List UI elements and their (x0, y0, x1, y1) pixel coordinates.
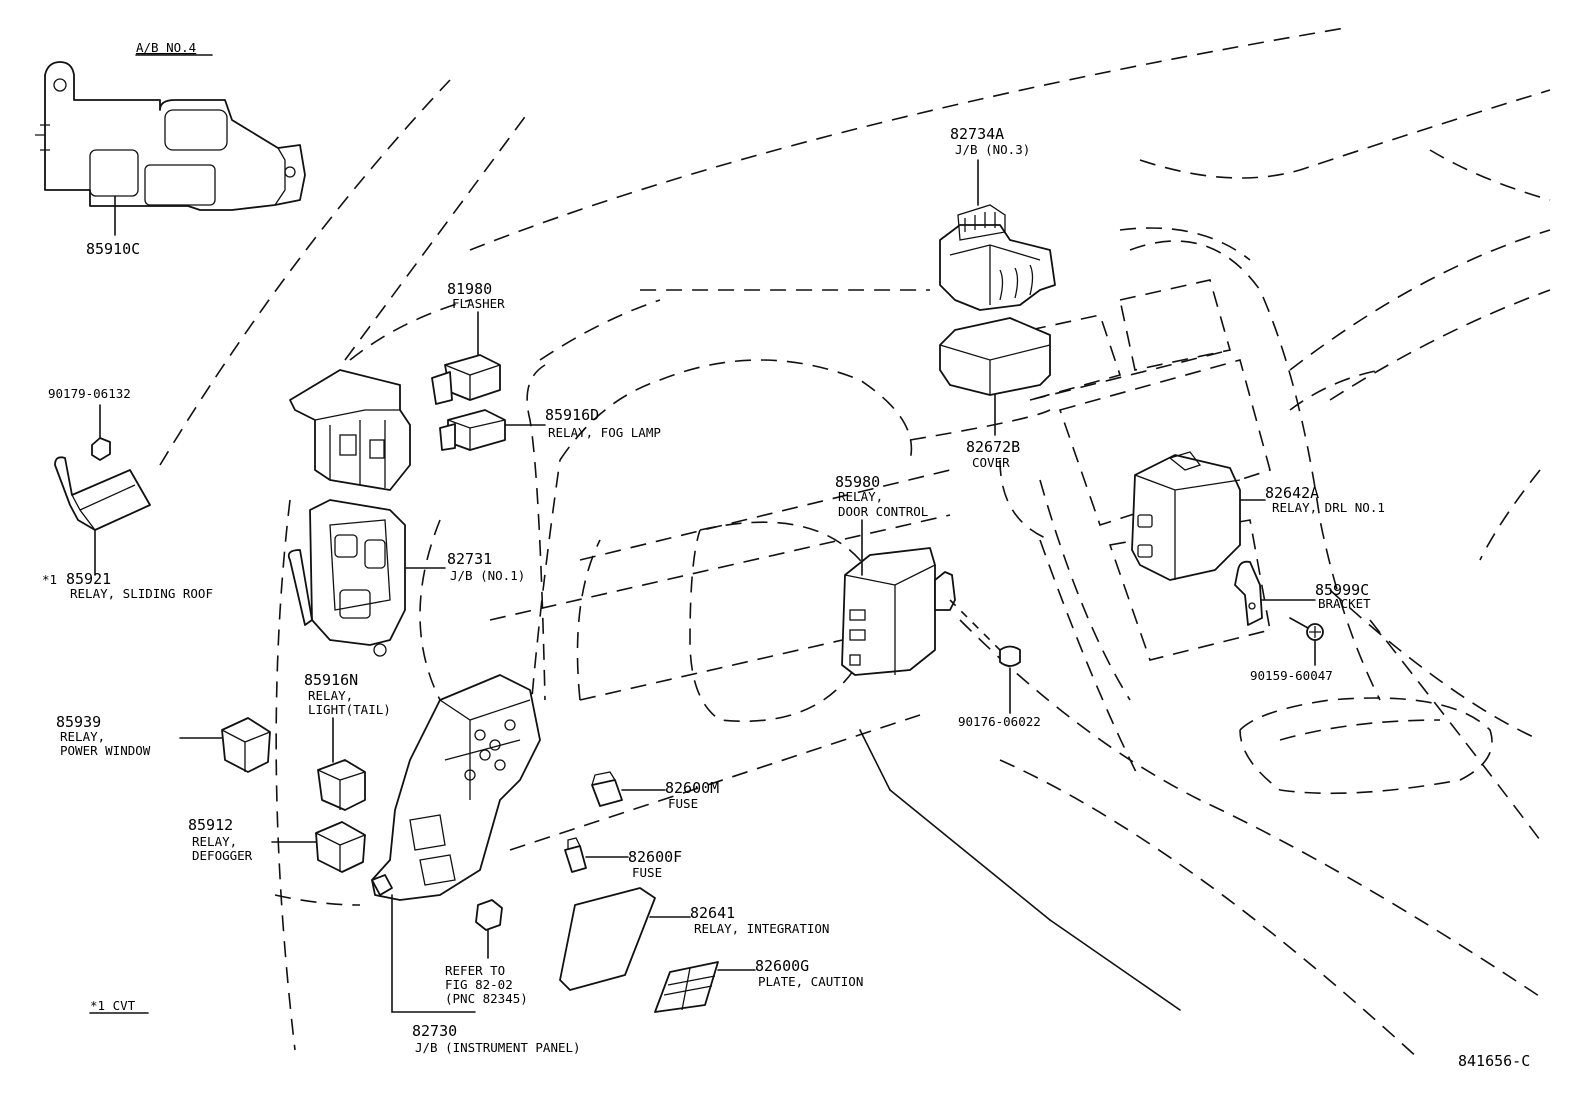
relay-sliding-roof-85921[interactable] (54, 456, 151, 576)
plate-caution-82600g[interactable] (654, 961, 756, 1013)
reference-lines (859, 729, 1181, 1011)
part-name-85912-line1: RELAY, (192, 834, 237, 849)
part-number-82600g: 82600G (755, 957, 809, 975)
relay-power-window-85939[interactable] (179, 717, 271, 773)
part-number-90159: 90159-60047 (1250, 668, 1333, 683)
fuse-82600m[interactable] (591, 771, 666, 807)
refer-line2: FIG 82-02 (445, 977, 513, 992)
part-name-82600m: FUSE (668, 796, 698, 811)
part-number-85921: 85921 (66, 570, 111, 588)
jb-instrument-panel-82730[interactable] (371, 674, 541, 1013)
fuse-82600f[interactable] (564, 837, 629, 873)
part-number-85980: 85980 (835, 473, 880, 491)
part-number-85916n: 85916N (304, 671, 358, 689)
part-number-85910c: 85910C (86, 240, 140, 258)
relay-integration-82641[interactable] (559, 887, 691, 991)
footnote-cvt: *1 CVT (90, 998, 136, 1013)
part-number-85916d: 85916D (545, 406, 599, 424)
part-number-82600f: 82600F (628, 848, 682, 866)
relay-defogger-85912[interactable] (271, 821, 366, 873)
connector-82345[interactable] (475, 899, 503, 959)
part-number-82734a: 82734A (950, 125, 1004, 143)
part-name-85999c: BRACKET (1318, 596, 1371, 611)
part-number-82641: 82641 (690, 904, 735, 922)
part-name-85916n-line1: RELAY, (308, 688, 353, 703)
relay-fog-lamp-85916d[interactable] (439, 409, 546, 451)
part-name-85980-line2: DOOR CONTROL (838, 504, 928, 519)
part-number-82642a: 82642A (1265, 484, 1319, 502)
part-name-82600g: PLATE, CAUTION (758, 974, 863, 989)
part-name-82642a: RELAY, DRL NO.1 (1272, 500, 1385, 515)
part-number-82672b: 82672B (966, 438, 1020, 456)
part-number-81980: 81980 (447, 280, 492, 298)
clip-90176-06022[interactable] (999, 645, 1021, 714)
part-name-85912-line2: DEFOGGER (192, 848, 253, 863)
part-number-85939: 85939 (56, 713, 101, 731)
part-number-82731: 82731 (447, 550, 492, 568)
ab-no4-bracket-85910c[interactable] (35, 61, 306, 236)
dashboard-outline (159, 27, 1551, 1061)
footnote-marker-85921: *1 (42, 572, 57, 587)
part-name-82641: RELAY, INTEGRATION (694, 921, 829, 936)
refer-line3: (PNC 82345) (445, 991, 528, 1006)
part-name-82730: J/B (INSTRUMENT PANEL) (415, 1040, 581, 1055)
part-name-85980-line1: RELAY, (838, 489, 883, 504)
relay-light-tail-85916n[interactable] (317, 717, 366, 811)
part-name-81980: FLASHER (452, 296, 505, 311)
part-name-85939-line2: POWER WINDOW (60, 743, 151, 758)
relay-drl-82642a[interactable] (1131, 451, 1266, 581)
part-name-82734a: J/B (NO.3) (955, 142, 1030, 157)
part-name-85916n-line2: LIGHT(TAIL) (308, 702, 391, 717)
labels: A/B NO.4 85910C 81980 FLASHER 90179-0613… (42, 40, 1530, 1070)
flasher-81980[interactable] (431, 311, 501, 405)
part-name-85921: RELAY, SLIDING ROOF (70, 586, 213, 601)
jb-no1-82731[interactable] (287, 499, 446, 657)
ab-no4-label: A/B NO.4 (136, 40, 196, 55)
part-name-85939-line1: RELAY, (60, 729, 105, 744)
jb-no3-82734a[interactable] (939, 159, 1056, 311)
part-name-82731: J/B (NO.1) (450, 568, 525, 583)
part-number-90176: 90176-06022 (958, 714, 1041, 729)
part-number-82600m: 82600M (665, 779, 719, 797)
part-name-82600f: FUSE (632, 865, 662, 880)
part-number-82730: 82730 (412, 1022, 457, 1040)
part-name-82672b: COVER (972, 455, 1010, 470)
bracket-85999c[interactable] (1234, 560, 1316, 626)
figure-code: 841656-C (1458, 1052, 1530, 1070)
part-name-85916d: RELAY, FOG LAMP (548, 425, 661, 440)
bolt-90159-60047[interactable] (1289, 617, 1324, 666)
part-number-85999c: 85999C (1315, 581, 1369, 599)
relay-door-control-85980[interactable] (841, 519, 1001, 676)
part-number-85912: 85912 (188, 816, 233, 834)
nut-90179-06132[interactable] (91, 404, 111, 461)
part-number-90179: 90179-06132 (48, 386, 131, 401)
refer-line1: REFER TO (445, 963, 505, 978)
cover-82672b[interactable] (939, 317, 1051, 436)
relay-block-upper[interactable] (289, 369, 411, 491)
